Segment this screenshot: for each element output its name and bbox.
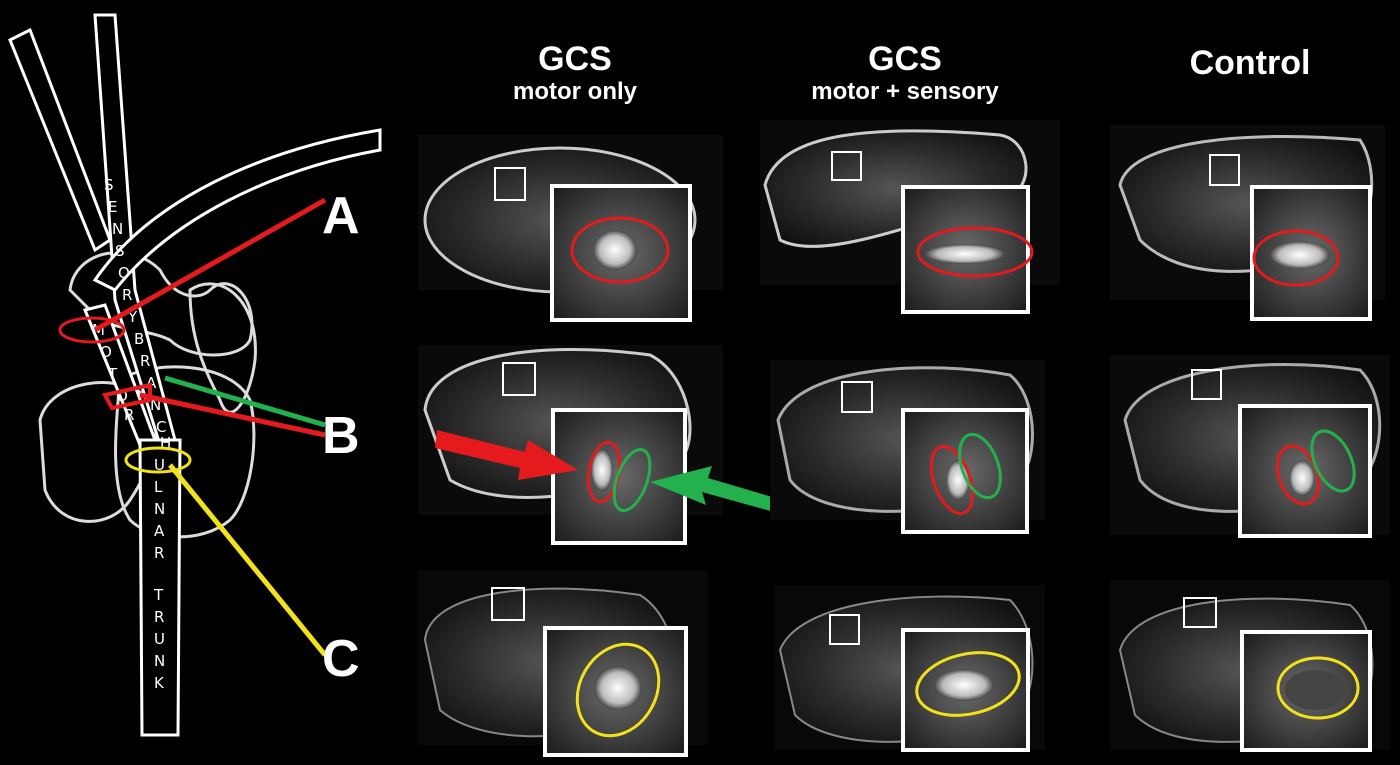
- level-a-ellipse: [58, 316, 126, 344]
- svg-text:C: C: [156, 418, 166, 436]
- svg-text:O: O: [116, 387, 128, 405]
- svg-text:E: E: [108, 198, 117, 216]
- level-label-c: C: [322, 630, 360, 688]
- panel-c-control: [1110, 580, 1390, 752]
- ulnar-trunk-shape: [138, 438, 182, 737]
- level-b-green-line: [164, 375, 326, 428]
- panel-a-motor-only: [418, 135, 723, 322]
- svg-text:A: A: [154, 522, 165, 540]
- red-arrow: [435, 430, 578, 480]
- panel-a-motor-sensory: [760, 120, 1060, 314]
- column-3-title: Control: [1189, 44, 1311, 82]
- svg-text:T: T: [153, 586, 164, 604]
- svg-text:T: T: [107, 365, 118, 383]
- column-2-subtitle: motor + sensory: [811, 78, 999, 105]
- green-arrow: [650, 466, 796, 517]
- level-b-marker: [101, 382, 152, 411]
- svg-text:N: N: [112, 220, 123, 238]
- svg-text:N: N: [154, 652, 165, 670]
- panel-b-motor-sensory: [770, 360, 1045, 534]
- level-c-line: [168, 463, 327, 657]
- level-a-line: [93, 197, 327, 333]
- svg-text:S: S: [115, 242, 125, 260]
- svg-text:K: K: [154, 674, 165, 692]
- svg-text:N: N: [154, 500, 165, 518]
- svg-text:Y: Y: [127, 308, 138, 326]
- column-title-control: Control: [1150, 44, 1350, 82]
- column-1-title: GCS: [538, 40, 612, 78]
- svg-text:U: U: [154, 456, 165, 474]
- svg-text:B: B: [134, 330, 144, 348]
- column-1-subtitle: motor only: [513, 78, 637, 105]
- sensory-letter: S: [104, 176, 114, 194]
- svg-text:R: R: [140, 352, 150, 370]
- panel-a-control: [1110, 125, 1385, 321]
- bone-outline-lower: [114, 365, 256, 539]
- svg-text:R: R: [154, 608, 164, 626]
- level-c-ellipse: [124, 446, 192, 474]
- column-title-motor-sensory: GCS motor + sensory: [770, 40, 1040, 106]
- svg-text:U: U: [154, 630, 165, 648]
- svg-text:O: O: [118, 264, 130, 282]
- svg-text:R: R: [154, 544, 164, 562]
- svg-text:R: R: [122, 286, 132, 304]
- svg-text:H: H: [160, 434, 171, 452]
- panel-c-motor-sensory: [775, 585, 1045, 752]
- panel-b-motor-only: [418, 345, 796, 545]
- level-label-a: A: [322, 187, 360, 245]
- svg-text:O: O: [100, 343, 112, 361]
- level-b-red-line: [139, 392, 326, 438]
- column-title-motor-only: GCS motor only: [460, 40, 690, 106]
- curved-branch: [92, 128, 382, 292]
- panel-b-control: [1110, 355, 1390, 538]
- column-2-title: GCS: [868, 40, 942, 78]
- svg-text:L: L: [154, 478, 163, 496]
- level-label-b: B: [322, 407, 360, 465]
- svg-text:R: R: [124, 406, 134, 424]
- svg-text:N: N: [150, 396, 161, 414]
- panel-c-motor-only: [418, 570, 708, 757]
